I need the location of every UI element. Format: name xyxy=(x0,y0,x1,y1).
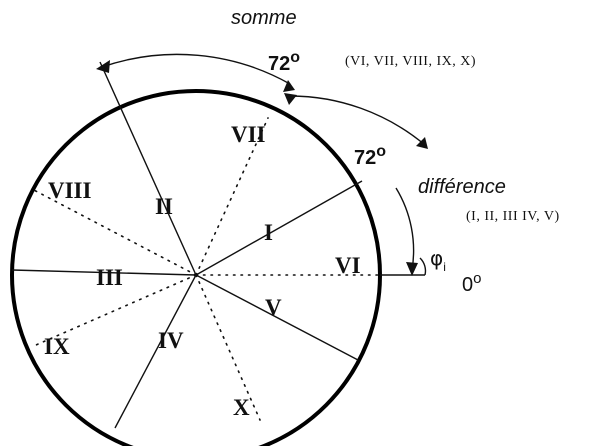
arc-somme xyxy=(101,53,291,85)
angle-sum-value: 72 xyxy=(268,53,290,75)
line-I xyxy=(195,180,363,276)
difference-label: différence xyxy=(418,176,506,198)
phase-label-VI: VI xyxy=(335,253,361,278)
phase-label-X: X xyxy=(233,395,250,420)
arc-somme-arrowhead-left xyxy=(96,60,110,73)
arc-difference-arrowhead xyxy=(406,262,418,276)
line-III xyxy=(11,269,197,276)
phase-label-IX: IX xyxy=(44,334,70,359)
angle-diff-label: 72o xyxy=(354,143,386,169)
phi-subscript: i xyxy=(443,260,446,274)
angle-sum-label: 72o xyxy=(268,49,300,75)
zero-value: 0 xyxy=(462,274,473,296)
line-X xyxy=(195,274,261,421)
angle-sum-degree: o xyxy=(290,49,300,66)
phase-circle xyxy=(10,89,382,446)
angle-diff-value: 72 xyxy=(354,147,376,169)
phase-label-II: II xyxy=(155,194,173,219)
diff-list-label: (I, II, III IV, V) xyxy=(466,209,560,224)
line-IV xyxy=(114,274,197,429)
somme-label: somme xyxy=(231,7,297,29)
phase-label-VIII: VIII xyxy=(48,178,92,203)
angle-diff-degree: o xyxy=(376,143,386,160)
arc-difference xyxy=(395,187,415,271)
line-VIII xyxy=(29,187,197,276)
line-V xyxy=(195,274,359,361)
line-II xyxy=(99,61,197,276)
line-VII xyxy=(195,117,269,276)
phi-glyph: φ xyxy=(430,246,443,270)
arc-72-diff xyxy=(287,95,426,146)
arc-somme-arrowhead-right xyxy=(283,80,295,92)
phi-symbol: φi xyxy=(430,246,446,274)
zero-degree-symbol: o xyxy=(473,270,481,287)
zero-degree-label: 0o xyxy=(462,270,481,296)
arc-72-arrowhead-right xyxy=(416,137,428,149)
phase-label-VII: VII xyxy=(231,122,266,147)
phase-label-III: III xyxy=(96,265,123,290)
phase-label-IV: IV xyxy=(158,328,184,353)
arc-72-arrowhead-left xyxy=(284,93,297,105)
phase-label-I: I xyxy=(264,220,273,245)
arc-phi xyxy=(419,257,427,276)
phase-label-V: V xyxy=(265,295,282,320)
sum-list-label: (VI, VII, VIII, IX, X) xyxy=(345,54,476,69)
